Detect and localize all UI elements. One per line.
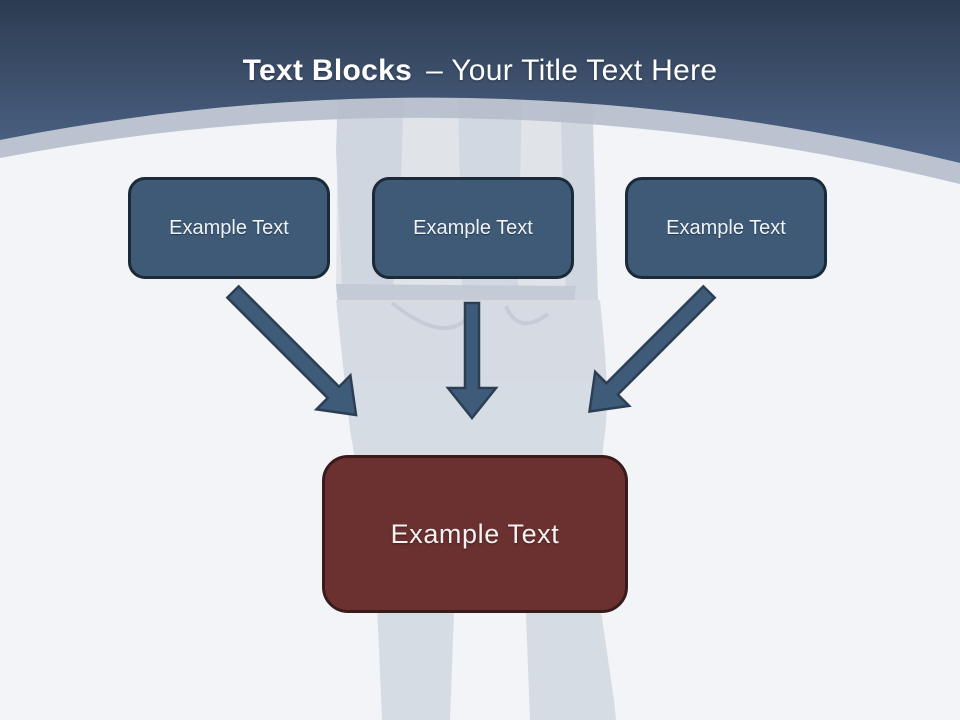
result-block: Example Text — [322, 455, 628, 613]
arrow-down-icon — [445, 301, 499, 421]
header-curve-band — [0, 97, 960, 184]
result-block-label: Example Text — [390, 518, 560, 549]
text-block-1: Example Text — [128, 177, 330, 279]
header-curve — [0, 0, 960, 163]
text-block-1-label: Example Text — [169, 216, 289, 239]
text-block-3-label: Example Text — [666, 216, 786, 239]
title-regular-segment: – Your Title Text Here — [426, 54, 718, 87]
slide-title: Text Blocks – Your Title Text Here — [0, 53, 960, 89]
text-block-2-label: Example Text — [413, 216, 533, 239]
text-block-2: Example Text — [372, 177, 574, 279]
arrow-down-right-icon — [225, 284, 358, 417]
connector-arrows — [225, 284, 717, 421]
title-bold-segment: Text Blocks — [242, 54, 413, 87]
header-banner — [0, 0, 960, 184]
arrow-down-left-icon — [588, 284, 717, 413]
text-block-3: Example Text — [625, 177, 827, 279]
